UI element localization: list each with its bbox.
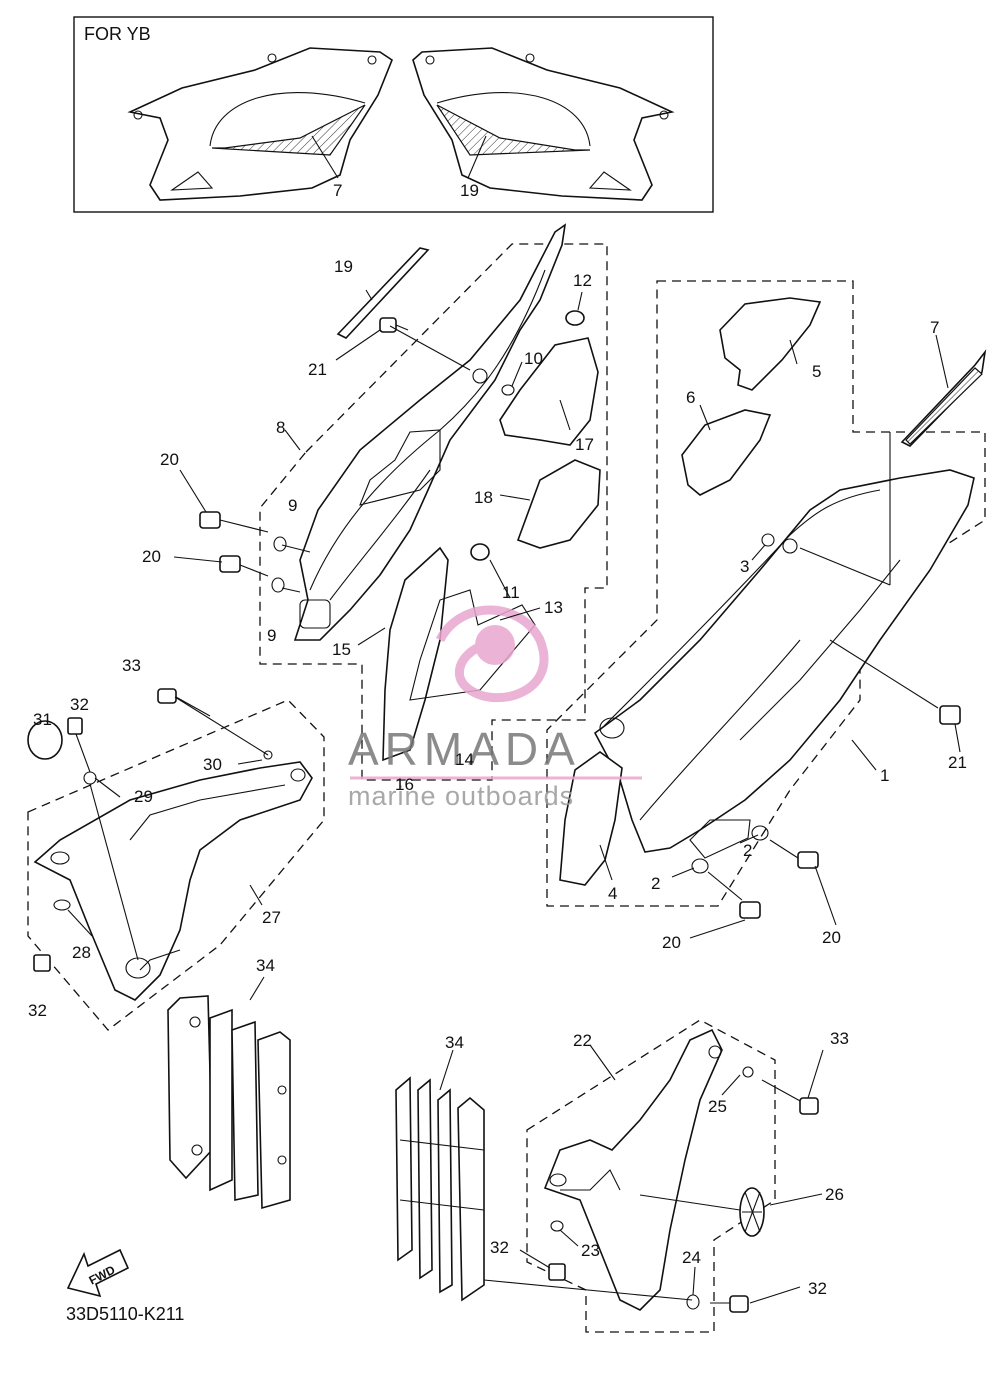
callout-21: 21 — [948, 753, 967, 772]
screw-21-upper — [379, 317, 409, 333]
radiator-cover-27 — [33, 761, 313, 1001]
radiator-cover-right-assembly — [483, 1028, 819, 1313]
callout-6: 6 — [686, 388, 695, 407]
callout-26: 26 — [825, 1185, 844, 1204]
callout-32: 32 — [70, 695, 89, 714]
callout-20: 20 — [822, 928, 841, 947]
side-cover-1 — [593, 469, 975, 853]
leader-lines — [67, 289, 961, 1304]
panel-4 — [559, 751, 623, 886]
callout-30: 30 — [203, 755, 222, 774]
radiator-cover-left-assembly — [27, 688, 313, 1001]
watermark-tagline: marine outboards — [348, 781, 574, 811]
callout-33: 33 — [830, 1029, 849, 1048]
callout-28: 28 — [72, 943, 91, 962]
callout-3: 3 — [740, 557, 749, 576]
callout-2: 2 — [651, 874, 660, 893]
bolt-33-left — [157, 688, 211, 717]
callout-18: 18 — [474, 488, 493, 507]
callout-32: 32 — [808, 1279, 827, 1298]
decal-17 — [499, 337, 599, 446]
screw-21-side — [829, 639, 961, 725]
callout-1: 1 — [880, 766, 889, 785]
callout-33: 33 — [122, 656, 141, 675]
inset-callout-19: 19 — [460, 181, 479, 200]
decal-18 — [516, 459, 601, 549]
callout-31: 31 — [33, 710, 52, 729]
callout-19: 19 — [334, 257, 353, 276]
callout-25: 25 — [708, 1097, 727, 1116]
diagram-code: 33D5110-K211 — [66, 1304, 184, 1324]
inset-right-shroud: 19 — [412, 47, 675, 201]
callout-2: 2 — [743, 841, 752, 860]
callout-labels: 1 2 2 3 4 5 6 7 8 9 9 10 11 12 13 14 15 … — [28, 257, 967, 1298]
washer-10 — [501, 384, 515, 396]
radiator-louver-left — [167, 995, 291, 1210]
panel-16 — [382, 546, 449, 762]
callout-10: 10 — [524, 349, 543, 368]
callout-17: 17 — [575, 435, 594, 454]
inset-for-yb: FOR YB 7 19 — [73, 16, 714, 213]
emblem-26 — [739, 1187, 765, 1237]
callout-34: 34 — [256, 956, 275, 975]
bolt-20-a — [199, 511, 287, 552]
watermark-brand: ARMADA — [348, 723, 581, 775]
bolt-33-right — [761, 1079, 819, 1115]
callout-14: 14 — [455, 750, 474, 769]
panel-5 — [719, 297, 822, 391]
upper-shroud-8 — [293, 223, 567, 641]
callout-16: 16 — [395, 775, 414, 794]
callout-24: 24 — [682, 1248, 701, 1267]
callout-12: 12 — [573, 271, 592, 290]
emblem-31 — [27, 720, 63, 760]
side-cover-assembly — [559, 297, 987, 919]
callout-21: 21 — [308, 360, 327, 379]
radiator-louver-right — [395, 1076, 485, 1302]
callout-20: 20 — [160, 450, 179, 469]
callout-20: 20 — [142, 547, 161, 566]
bolt-32-right — [710, 1295, 749, 1313]
callout-27: 27 — [262, 908, 281, 927]
callout-8: 8 — [276, 418, 285, 437]
left-shroud-assembly — [199, 223, 601, 762]
decal-19 — [336, 247, 430, 339]
callout-5: 5 — [812, 362, 821, 381]
fwd-arrow: FWD — [66, 1248, 130, 1298]
callout-23: 23 — [581, 1241, 600, 1260]
watermark-logo — [435, 605, 549, 703]
inset-left-shroud: 7 — [127, 47, 393, 201]
callout-9: 9 — [267, 626, 276, 645]
callout-13: 13 — [544, 598, 563, 617]
watermark: ARMADA marine outboards — [348, 605, 642, 811]
callout-11: 11 — [502, 583, 520, 602]
grommet-11 — [470, 543, 490, 561]
callout-32: 32 — [490, 1238, 509, 1257]
inset-title: FOR YB — [84, 24, 151, 44]
radiator-cover-22 — [543, 1028, 723, 1311]
callout-15: 15 — [332, 640, 351, 659]
callout-20: 20 — [662, 933, 681, 952]
grommet-12 — [565, 310, 585, 326]
callout-29: 29 — [134, 787, 153, 806]
callout-7: 7 — [930, 318, 939, 337]
callout-32: 32 — [28, 1001, 47, 1020]
panel-6 — [681, 409, 772, 496]
callout-22: 22 — [573, 1031, 592, 1050]
bolt-20-b — [219, 555, 285, 593]
callout-9: 9 — [288, 496, 297, 515]
callout-4: 4 — [608, 884, 617, 903]
bolt-20-d — [707, 871, 761, 919]
callout-34: 34 — [445, 1033, 464, 1052]
bolt-20-c — [769, 839, 819, 869]
inset-callout-7: 7 — [333, 181, 342, 200]
